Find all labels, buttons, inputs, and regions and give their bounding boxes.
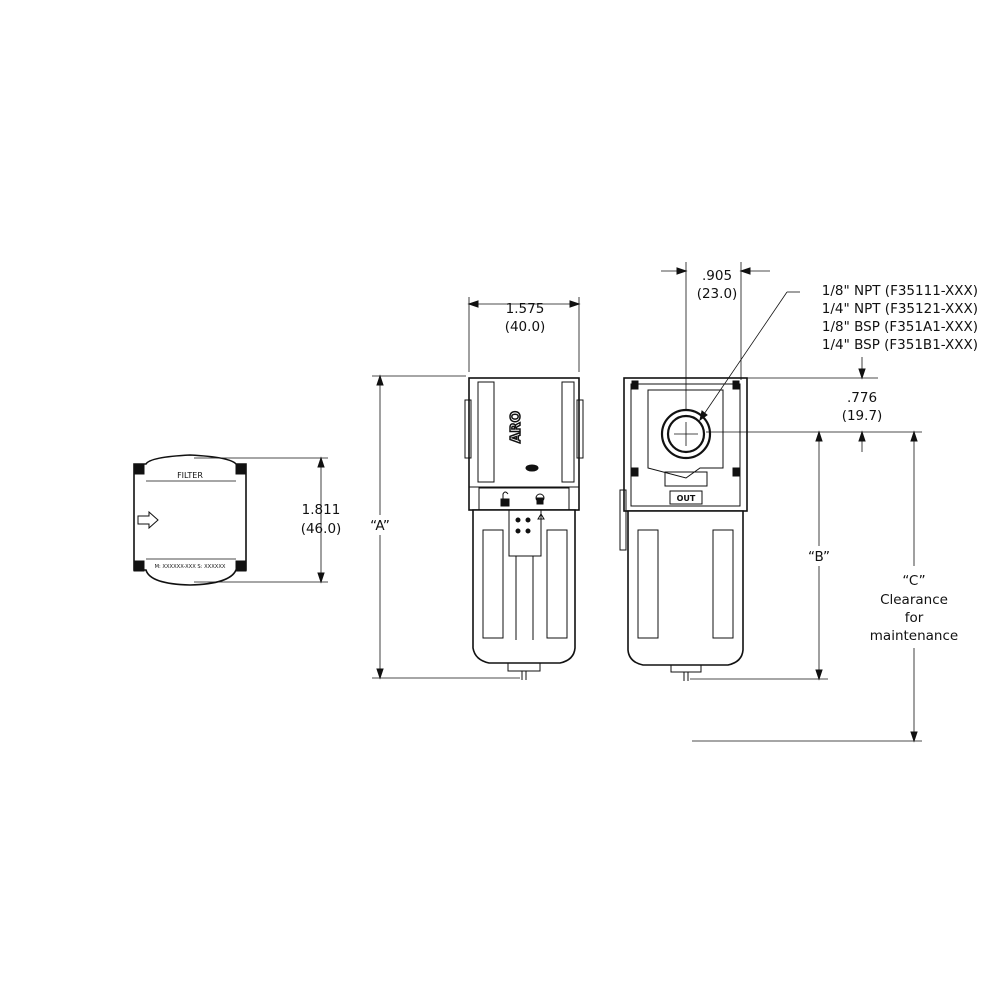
top-view: FILTER M: XXXXXX-XXX S: XXXXXX: [133, 454, 247, 586]
filter-label: FILTER: [177, 471, 203, 480]
dim-c-label: “C”: [902, 573, 925, 589]
dim-a: “A”: [362, 374, 520, 680]
dim-905: .905 (23.0): [661, 262, 770, 410]
dim-center-in: .776: [847, 390, 877, 406]
dim-b: “B”: [690, 430, 837, 681]
serial-label: M: XXXXXX-XXX S: XXXXXX: [155, 564, 226, 570]
out-label: OUT: [677, 494, 696, 503]
dim-c-note-1: Clearance: [880, 592, 948, 608]
dim-c-note-2: for: [905, 610, 924, 626]
port-option-3: 1/8" BSP (F351A1-XXX): [822, 319, 978, 335]
port-option-2: 1/4" NPT (F35121-XXX): [822, 301, 978, 317]
dim-776: .776 (19.7): [706, 357, 922, 452]
dim-port-in: .905: [702, 268, 732, 284]
flow-arrow-icon: [137, 510, 159, 530]
side-view: OUT: [619, 377, 748, 681]
dim-height-in: 1.811: [302, 502, 341, 518]
unlock-icon: [500, 491, 510, 507]
dim-port-mm: (23.0): [697, 286, 738, 302]
aro-brand-label: ARO: [508, 411, 524, 443]
dim-a-label: “A”: [370, 518, 390, 534]
dim-b-label: “B”: [808, 549, 830, 565]
port-option-4: 1/4" BSP (F351B1-XXX): [822, 337, 978, 353]
dim-1811: 1.811 (46.0): [194, 456, 342, 584]
port-option-1: 1/8" NPT (F35111-XXX): [822, 283, 978, 299]
dim-c: “C” Clearance for maintenance: [692, 430, 958, 743]
dim-1575: 1.575 (40.0): [467, 297, 581, 372]
dim-center-mm: (19.7): [842, 408, 883, 424]
dim-c-note-3: maintenance: [870, 628, 958, 644]
port-callout: 1/8" NPT (F35111-XXX) 1/4" NPT (F35121-X…: [822, 283, 978, 353]
front-view: ARO: [464, 377, 584, 680]
dim-width-mm: (40.0): [505, 319, 546, 335]
dim-height-mm: (46.0): [301, 521, 342, 537]
port-leader: [699, 291, 800, 422]
dim-width-in: 1.575: [506, 301, 545, 317]
lock-icon: [535, 493, 545, 505]
